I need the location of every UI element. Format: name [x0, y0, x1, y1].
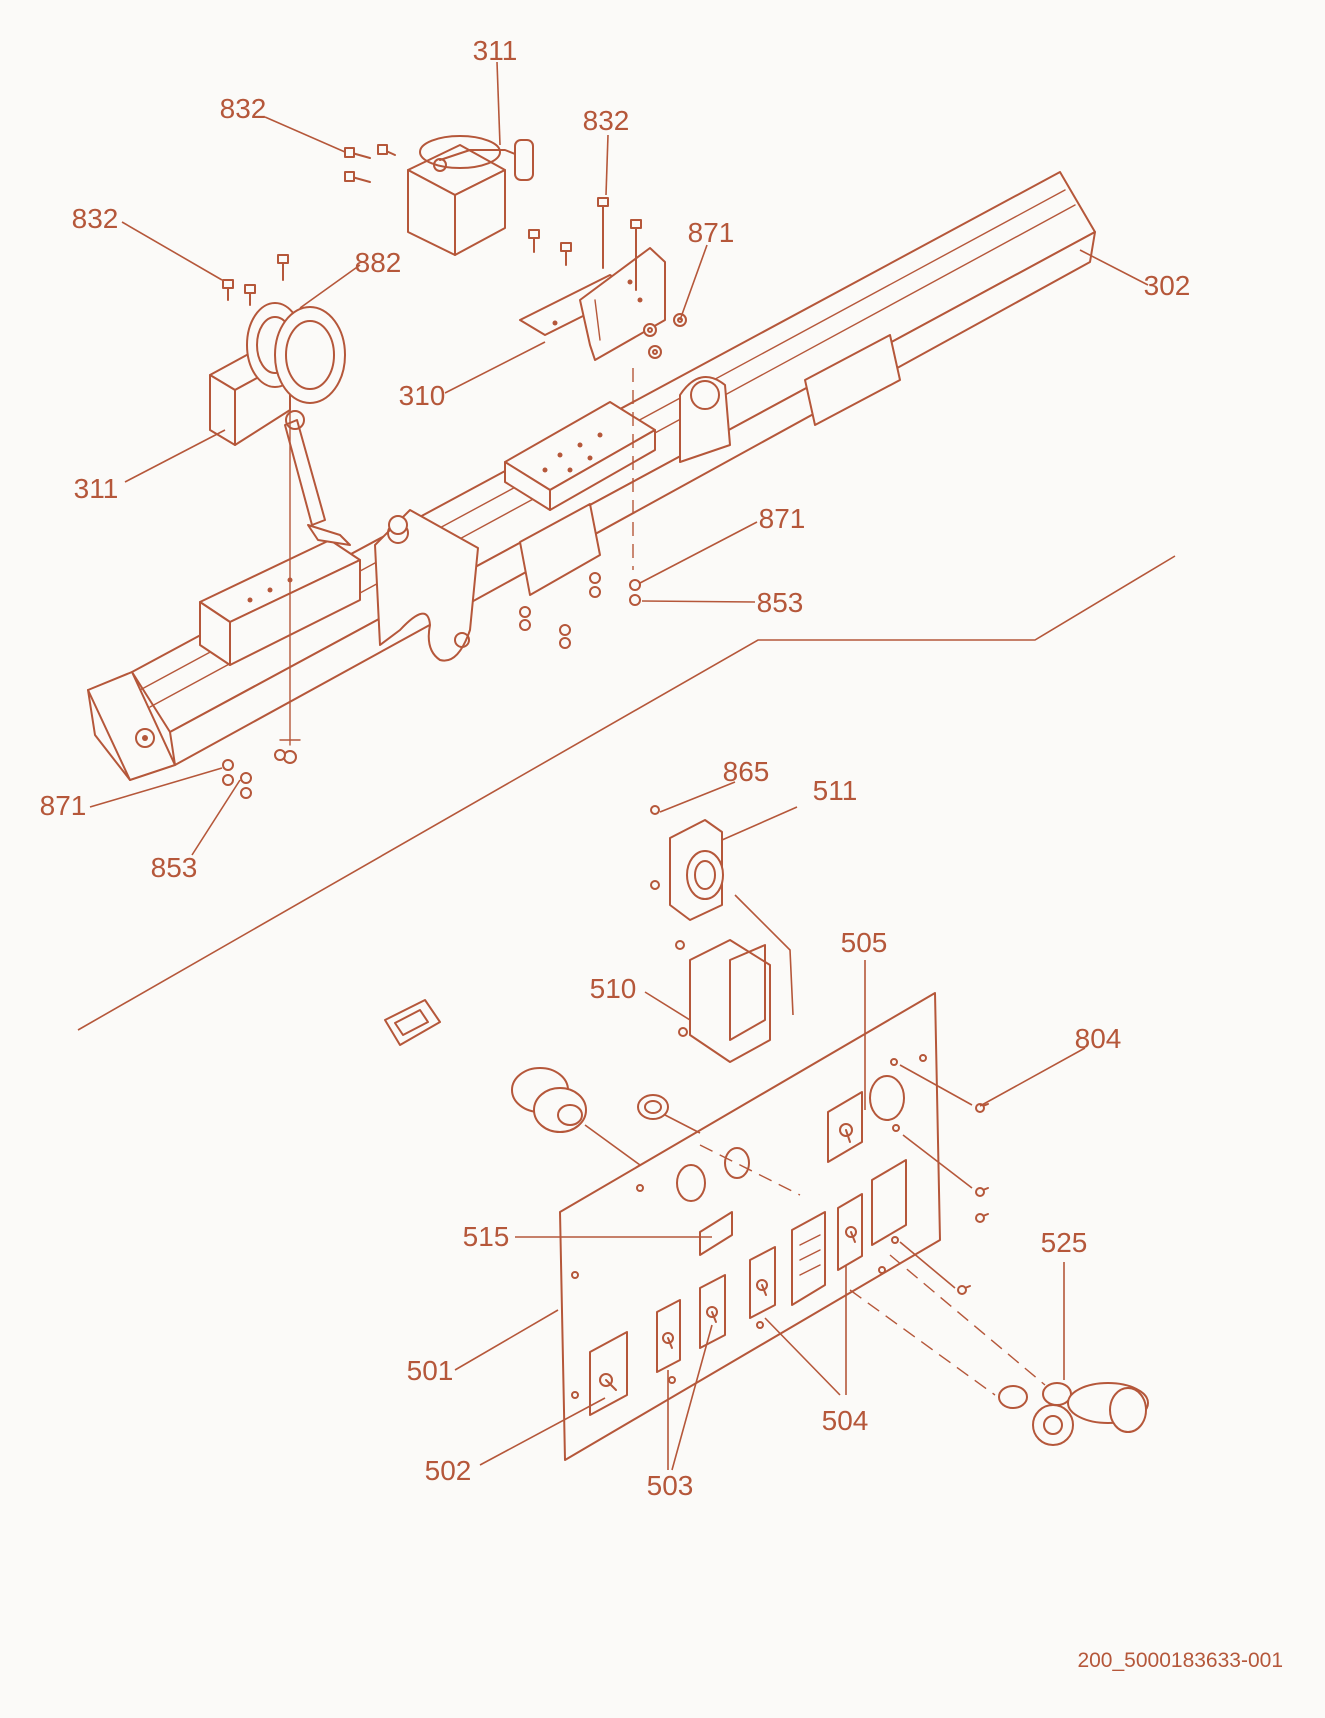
ignition-key-switch — [511, 1067, 641, 1166]
section-divider — [77, 555, 1176, 1031]
winch-left-311 — [209, 302, 346, 446]
callout-labels: 311 832 832 832 882 871 302 310 311 871 … — [40, 35, 1191, 1501]
callout-865: 865 — [723, 756, 770, 787]
callout-871-mid: 871 — [759, 503, 806, 534]
lunette-eye — [679, 376, 731, 463]
bolt-set-832 — [222, 144, 642, 306]
callout-502: 502 — [425, 1455, 472, 1486]
hitch-plate-upper — [504, 401, 656, 511]
panel-screws-804 — [899, 1064, 989, 1295]
callout-525: 525 — [1041, 1227, 1088, 1258]
callout-501: 501 — [407, 1355, 454, 1386]
callout-832-mid: 832 — [583, 105, 630, 136]
leader-lines — [89, 61, 1149, 1471]
battery-charger-clip — [384, 999, 441, 1046]
callout-311-top: 311 — [473, 35, 518, 66]
callout-510: 510 — [590, 973, 637, 1004]
callout-505: 505 — [841, 927, 888, 958]
callout-853-mid: 853 — [757, 587, 804, 618]
assembly-paths — [699, 1144, 1046, 1396]
circuit-breaker-525 — [998, 1382, 1149, 1446]
callout-804: 804 — [1075, 1023, 1122, 1054]
twist-lock-receptacle-511 — [650, 805, 794, 1016]
callout-302: 302 — [1144, 270, 1191, 301]
callout-503: 503 — [647, 1470, 694, 1501]
callout-311-left: 311 — [74, 473, 119, 504]
callout-871-top: 871 — [688, 217, 735, 248]
callout-511: 511 — [813, 775, 858, 806]
winch-top-311 — [407, 135, 534, 256]
toggle-switches — [599, 1123, 857, 1391]
callout-853-left: 853 — [151, 852, 198, 883]
callout-832-top: 832 — [220, 93, 267, 124]
control-panel-501 — [559, 992, 941, 1461]
nut-set-871-853 — [222, 313, 687, 799]
front-mount-bracket — [199, 509, 479, 666]
document-id: 200_5000183633-001 — [1077, 1649, 1283, 1672]
callout-310: 310 — [399, 380, 446, 411]
callout-832-left: 832 — [72, 203, 119, 234]
callout-882: 882 — [355, 247, 402, 278]
callout-504: 504 — [822, 1405, 869, 1436]
gfci-receptacle-510 — [675, 939, 771, 1063]
winch-crank — [279, 404, 351, 764]
callout-515: 515 — [463, 1221, 510, 1252]
callout-871-left: 871 — [40, 790, 87, 821]
lock-nut — [637, 1094, 701, 1134]
